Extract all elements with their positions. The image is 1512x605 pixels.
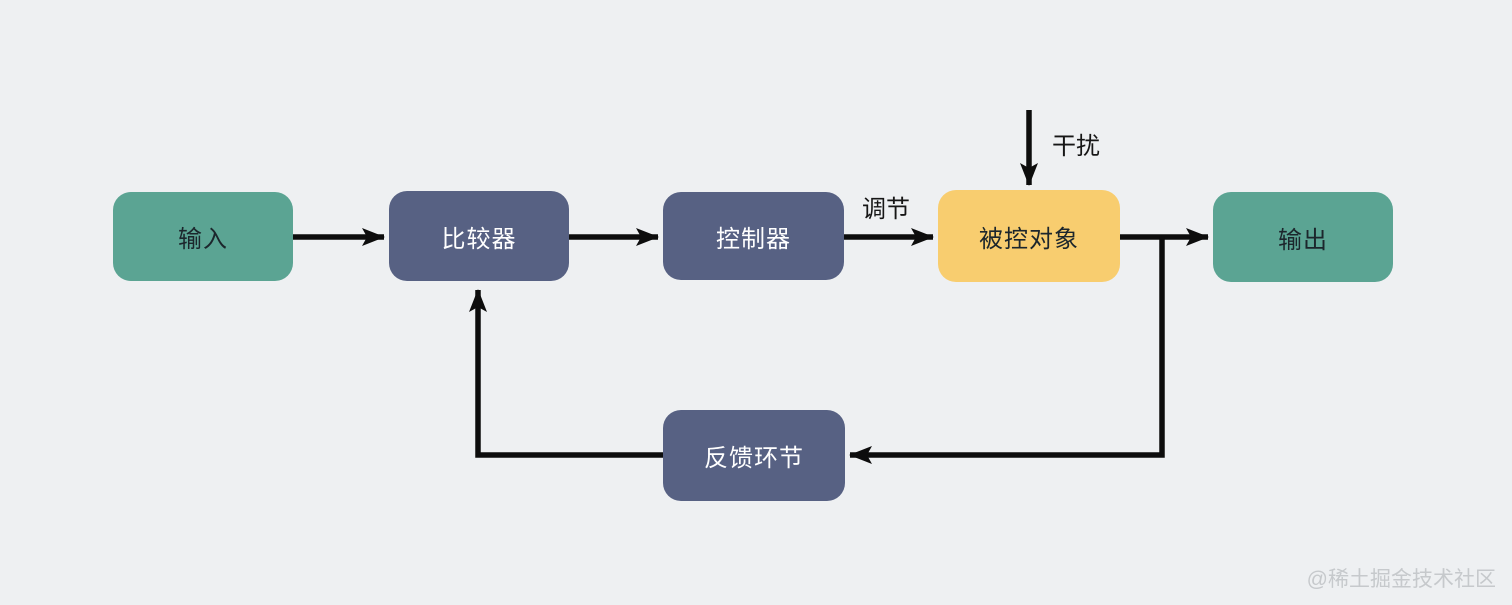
node-feedback: 反馈环节	[663, 410, 845, 501]
edge-feedback-comparator	[469, 289, 663, 458]
node-comparator-label: 比较器	[441, 225, 517, 253]
node-controlled-object: 被控对象	[938, 190, 1120, 282]
node-input: 输入	[113, 192, 293, 281]
node-controller: 控制器	[663, 192, 844, 280]
edge-label-regulate: 调节	[862, 196, 910, 223]
node-controller-label: 控制器	[716, 225, 791, 253]
node-comparator: 比较器	[389, 191, 569, 281]
edge-plant-feedback	[849, 237, 1165, 464]
node-output: 输出	[1213, 192, 1393, 282]
node-controlled-object-label: 被控对象	[979, 225, 1079, 253]
edge-label-disturbance: 干扰	[1052, 133, 1100, 160]
watermark-text: @稀土掘金技术社区	[1306, 568, 1496, 591]
node-output-label: 输出	[1278, 226, 1328, 254]
node-input-label: 输入	[178, 226, 228, 253]
node-feedback-label: 反馈环节	[704, 445, 804, 472]
